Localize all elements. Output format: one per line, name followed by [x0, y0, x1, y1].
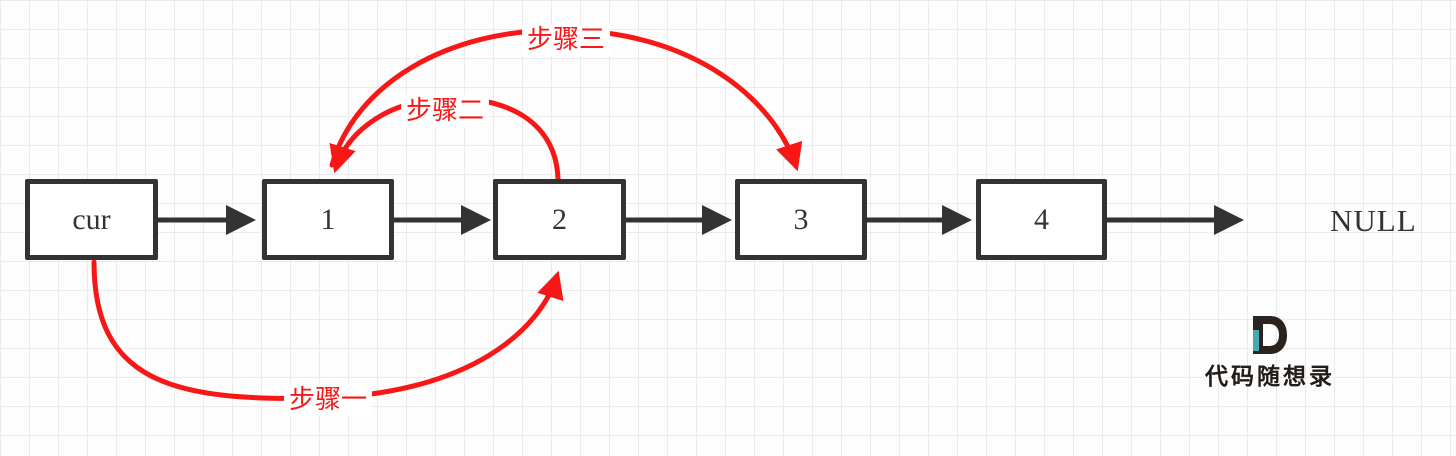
node-label: 3: [793, 202, 809, 236]
node-label: 4: [1034, 202, 1049, 236]
step1-arc-cur-to-2: [91, 259, 564, 401]
node-label: 2: [552, 202, 567, 236]
null-terminator-label: NULL: [1330, 203, 1417, 238]
node-box-1: 1: [262, 179, 394, 260]
node-label: 1: [320, 202, 336, 236]
node-box-2: 2: [493, 179, 626, 260]
d-logo-icon: [1253, 316, 1287, 354]
watermark-text: 代码随想录: [1205, 364, 1335, 389]
node-box-3: 3: [735, 179, 867, 260]
watermark-logo: 代码随想录: [1200, 315, 1340, 391]
node-box-4: 4: [976, 179, 1107, 260]
node-label: cur: [72, 202, 111, 236]
node-box-cur: cur: [25, 179, 158, 260]
step2-label: 步骤二: [401, 95, 490, 127]
step3-label: 步骤三: [522, 24, 611, 56]
step1-label: 步骤一: [284, 384, 373, 416]
